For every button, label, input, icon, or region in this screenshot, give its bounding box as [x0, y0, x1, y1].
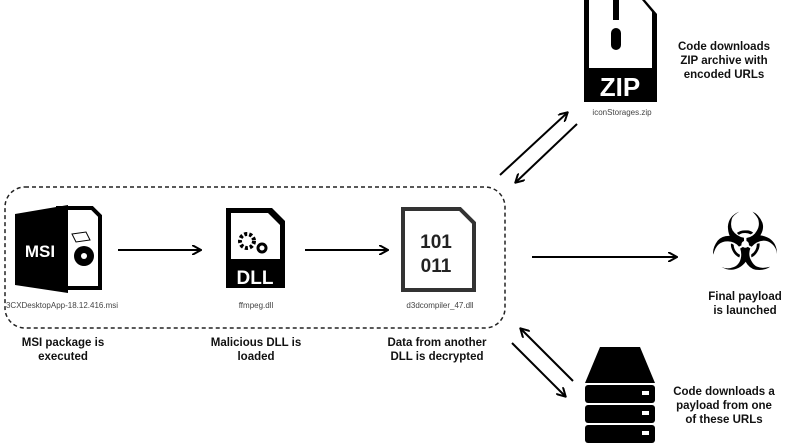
msi-icon-text: MSI [25, 242, 55, 261]
zip-label-line: encoded URLs [683, 69, 765, 81]
zip-label-line: ZIP archive with [680, 55, 768, 67]
dll-filename: ffmpeg.dll [238, 301, 274, 310]
bin-label-line: Data from another [387, 337, 487, 349]
arrow-to-zip [499, 113, 567, 176]
binary-line-1: 101 [420, 232, 452, 253]
arrow-from-server [521, 329, 574, 382]
arrow-to-server [511, 342, 565, 396]
dll-label: Malicious DLL is loaded [211, 336, 302, 364]
msi-label: MSI package is executed [22, 336, 104, 364]
msi-file-icon: MSI [15, 205, 102, 293]
dll-label-line: Malicious DLL is [210, 337, 302, 349]
server-label-line: of these URLs [685, 414, 763, 426]
bin-label-line: DLL is decrypted [390, 351, 484, 363]
payload-label-line: is launched [713, 305, 777, 317]
zip-file-icon: ZIP [584, 0, 657, 102]
bin-label: Data from another DLL is decrypted [387, 336, 486, 364]
dll-label-line: loaded [237, 351, 275, 363]
server-label: Code downloads a payload from one of the… [673, 385, 775, 427]
server-label-line: payload from one [676, 400, 772, 412]
zip-filename: iconStorages.zip [592, 108, 652, 117]
dll-icon-text: DLL [237, 268, 274, 289]
payload-label: Final payload is launched [708, 290, 782, 318]
payload-label-line: Final payload [708, 291, 782, 303]
binary-file-icon: 101 011 [401, 207, 476, 292]
dll-file-icon: DLL [226, 208, 285, 289]
zip-icon-text: ZIP [600, 72, 640, 102]
msi-label-line: MSI package is [21, 337, 105, 349]
msi-label-line: executed [38, 351, 88, 363]
msi-filename: 3CXDesktopApp-18.12.416.msi [5, 301, 119, 310]
dashed-group-box [4, 186, 506, 329]
zip-label-line: Code downloads [678, 41, 770, 53]
zip-label: Code downloads ZIP archive with encoded … [678, 40, 770, 82]
binary-line-2: 011 [421, 256, 452, 277]
server-icon [585, 347, 655, 443]
arrow-from-zip [516, 123, 578, 182]
biohazard-icon: ☣ [709, 203, 781, 283]
bin-filename: d3dcompiler_47.dll [406, 301, 474, 310]
server-label-line: Code downloads a [673, 386, 775, 398]
